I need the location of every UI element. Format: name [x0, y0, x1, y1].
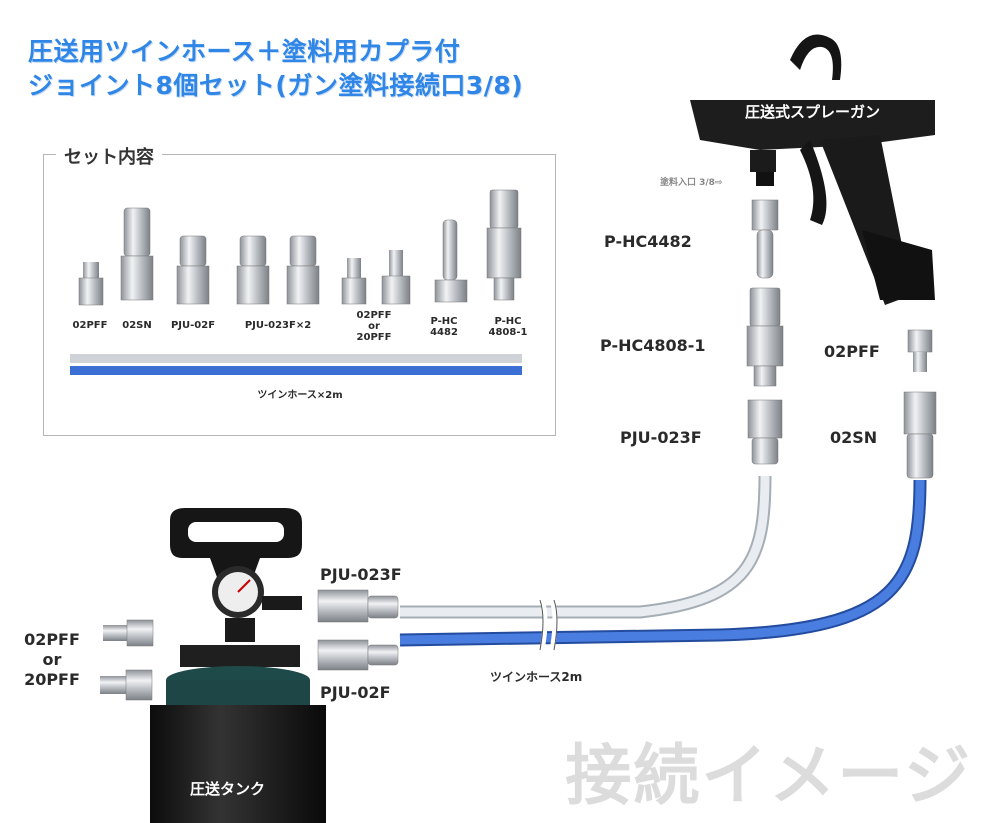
hose-length-label: ツインホース2m	[490, 670, 583, 684]
label-p-hc4808: P-HC4808-1	[600, 336, 706, 355]
label-02pff-or-20pff: 02PFF or 20PFF	[24, 630, 80, 689]
paint-inlet-label: 塗料入口 3/8⇨	[660, 178, 723, 188]
fitting-p-hc4482-icon	[434, 219, 468, 303]
set-hose-blue	[70, 366, 522, 375]
pressure-tank-icon	[150, 508, 326, 823]
set-label-hose: ツインホース×2m	[257, 390, 343, 401]
set-label-pju-023f: PJU-023F×2	[244, 320, 312, 331]
label-02pff-right: 02PFF	[824, 342, 880, 361]
page-title-line1: 圧送用ツインホース＋塗料用カプラ付	[28, 37, 461, 66]
fitting-02pff-icon	[78, 262, 104, 306]
hose-blue	[399, 479, 925, 645]
set-contents-title: セット内容	[56, 143, 162, 169]
set-label-02sn: 02SN	[122, 320, 152, 331]
label-p-hc4482: P-HC4482	[604, 232, 692, 251]
fitting-pju-023f-a-icon	[236, 235, 270, 305]
hose-clear	[400, 475, 770, 617]
set-label-02pff-or-20pff: 02PFF or 20PFF	[356, 310, 392, 343]
page-title-line2: ジョイント8個セット(ガン塗料接続口3/8)	[28, 71, 524, 100]
spray-gun-icon	[690, 34, 935, 305]
set-fittings	[78, 189, 522, 306]
fitting-pju-02f-icon	[176, 235, 210, 305]
label-02sn-right: 02SN	[830, 428, 878, 447]
chain-fittings	[746, 199, 937, 479]
connection-image-watermark: 接続イメージ	[565, 737, 972, 814]
fitting-pju-023f-b-icon	[286, 235, 320, 305]
set-label-pju-02f: PJU-02F	[170, 320, 216, 331]
fitting-p-hc4808-icon	[486, 189, 522, 301]
label-pju-023f-top: PJU-023F	[620, 428, 702, 447]
spray-gun-label: 圧送式スプレーガン	[745, 103, 881, 121]
set-contents-box	[43, 154, 556, 436]
tank-label: 圧送タンク	[190, 780, 266, 798]
set-label-p-hc4808: P-HC 4808-1	[488, 316, 528, 338]
set-label-02pff: 02PFF	[72, 320, 108, 331]
fitting-02pff-alt-icon	[341, 250, 411, 305]
tank-fittings	[100, 589, 399, 701]
label-pju-023f-tank: PJU-023F	[320, 565, 402, 584]
set-label-p-hc4482: P-HC 4482	[430, 316, 458, 338]
label-pju-02f-tank: PJU-02F	[320, 683, 391, 702]
fitting-02sn-icon	[120, 207, 154, 301]
set-hose-clear	[70, 354, 522, 363]
